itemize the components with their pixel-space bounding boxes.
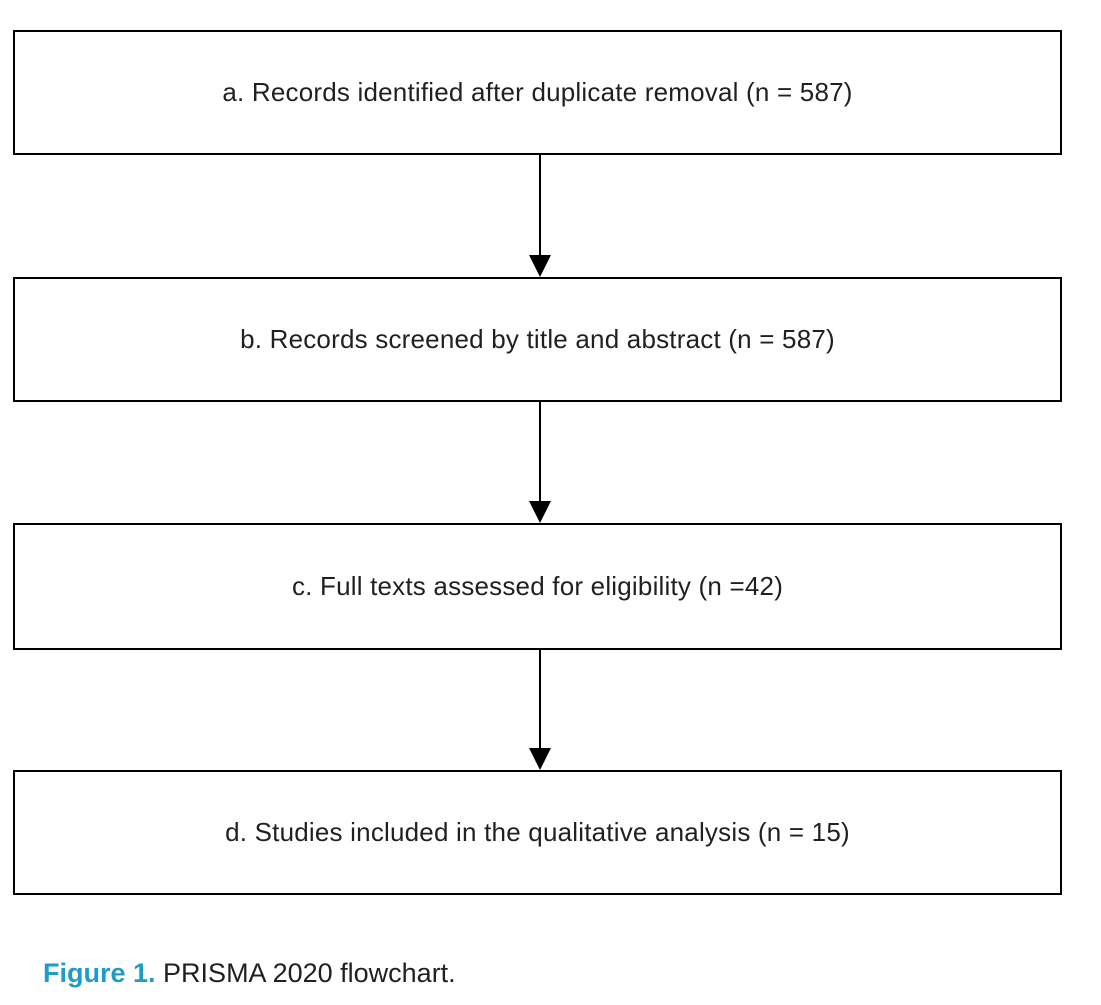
arrow-head-icon [529, 748, 551, 770]
flow-box-label: b. Records screened by title and abstrac… [240, 324, 835, 354]
flow-box-full-texts-assessed: c. Full texts assessed for eligibility (… [13, 523, 1062, 650]
arrow-shaft [539, 650, 541, 748]
flow-box-label: c. Full texts assessed for eligibility (… [291, 571, 784, 601]
down-arrow-1 [528, 155, 552, 277]
flow-box-records-identified: a. Records identified after duplicate re… [13, 30, 1062, 155]
arrow-head-icon [529, 501, 551, 523]
arrow-shaft [539, 402, 541, 501]
flow-box-label: d. Studies included in the qualitative a… [225, 817, 850, 847]
flow-box-label: a. Records identified after duplicate re… [222, 77, 853, 107]
arrow-shaft [539, 155, 541, 255]
figure-caption: Figure 1. PRISMA 2020 flowchart. [13, 927, 456, 1005]
figure-caption-text: PRISMA 2020 flowchart. [155, 958, 456, 988]
figure-caption-label: Figure 1. [43, 958, 156, 988]
arrow-head-icon [529, 255, 551, 277]
down-arrow-3 [528, 650, 552, 770]
flow-box-studies-included: d. Studies included in the qualitative a… [13, 770, 1062, 895]
flow-box-records-screened: b. Records screened by title and abstrac… [13, 277, 1062, 402]
down-arrow-2 [528, 402, 552, 523]
